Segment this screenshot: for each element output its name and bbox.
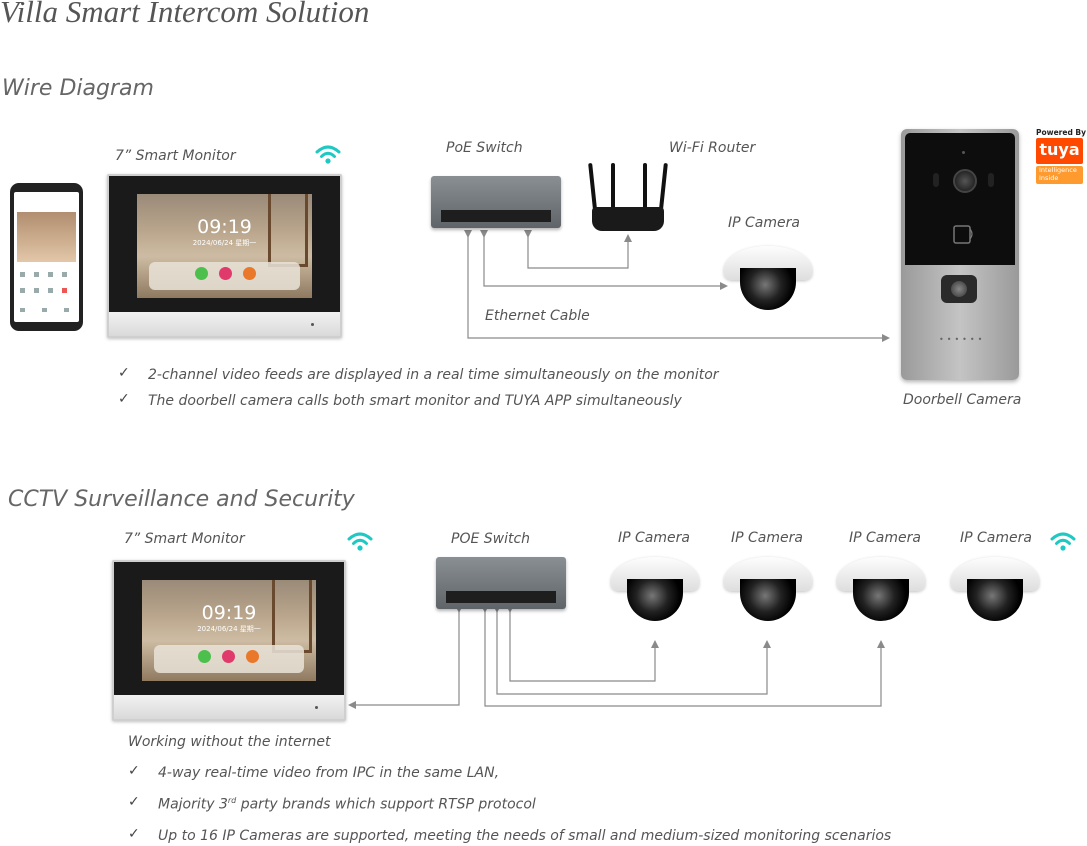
wire-ip-camera-label: IP Camera xyxy=(728,215,800,231)
monitor-date: 2024/06/24 星期一 xyxy=(192,239,257,247)
wire-switch-doorbell xyxy=(464,230,890,342)
cctv-poe-switch-label: POE Switch xyxy=(451,531,531,547)
wire-switch-monitor xyxy=(348,605,463,709)
check-icon: ✓ xyxy=(118,365,130,381)
wire-switch-ipcamera xyxy=(480,230,728,290)
check-icon: ✓ xyxy=(128,763,140,779)
wire-poe-switch-label: PoE Switch xyxy=(446,140,523,156)
cctv-note: Working without the internet xyxy=(128,734,331,750)
wire-diagram-heading: Wire Diagram xyxy=(2,76,154,101)
check-icon: ✓ xyxy=(128,826,140,842)
cctv-ip-camera-label-2: IP Camera xyxy=(731,530,803,546)
wifi-icon xyxy=(347,532,373,551)
doorbell-camera-label: Doorbell Camera xyxy=(903,392,1022,408)
app-grid-icon xyxy=(20,272,69,312)
message-icon xyxy=(222,650,235,663)
cctv-monitor-label: 7” Smart Monitor xyxy=(124,531,245,547)
cctv-heading: CCTV Surveillance and Security xyxy=(8,487,355,512)
monitor-date: 2024/06/24 星期一 xyxy=(197,625,261,633)
call-button-icon xyxy=(941,275,977,303)
monitor-clock: 09:19 xyxy=(197,216,252,238)
wire-switch-camera-2 xyxy=(493,605,771,695)
cctv-ip-camera-label-1: IP Camera xyxy=(618,530,690,546)
tuya-intelligence-inside: Intelligence Inside xyxy=(1036,166,1083,184)
smartphone-app xyxy=(10,183,83,331)
cctv-bullet-3: Up to 16 IP Cameras are supported, meeti… xyxy=(158,828,892,844)
cctv-ip-camera-2 xyxy=(724,557,812,631)
wire-poe-switch xyxy=(431,176,561,228)
cctv-ip-camera-label-3: IP Camera xyxy=(849,530,921,546)
wire-switch-camera-3 xyxy=(481,605,885,707)
monitor-clock: 09:19 xyxy=(201,602,257,624)
doorbell-lens-icon xyxy=(953,169,977,193)
tuya-badge: Powered By tuya Intelligence Inside xyxy=(1036,128,1086,184)
cctv-poe-switch xyxy=(436,557,566,609)
wire-monitor-label: 7” Smart Monitor xyxy=(115,148,236,164)
ethernet-cable-label: Ethernet Cable xyxy=(485,308,590,324)
check-icon: ✓ xyxy=(128,794,140,810)
tuya-powered-by: Powered By xyxy=(1036,128,1087,137)
tuya-logo: tuya xyxy=(1036,138,1083,164)
cctv-bullet-2: Majority 3rd party brands which support … xyxy=(158,796,536,813)
page-title: Villa Smart Intercom Solution xyxy=(0,0,370,29)
call-icon xyxy=(198,650,211,663)
check-icon: ✓ xyxy=(118,391,130,407)
wire-ip-camera xyxy=(724,246,812,320)
call-icon xyxy=(195,267,208,280)
wire-smart-monitor: 09:19 2024/06/24 星期一 xyxy=(107,174,342,338)
wire-router-label: Wi-Fi Router xyxy=(669,140,756,156)
cctv-ip-camera-label-4: IP Camera xyxy=(960,530,1032,546)
wire-bullet-2: The doorbell camera calls both smart mon… xyxy=(148,393,682,409)
wifi-icon xyxy=(1050,532,1076,551)
cctv-smart-monitor: 09:19 2024/06/24 星期一 xyxy=(112,560,346,721)
rfid-card-icon xyxy=(953,225,973,244)
wire-switch-router xyxy=(524,230,632,269)
caller-video-thumbnail xyxy=(17,212,76,262)
cctv-ip-camera-1 xyxy=(611,557,699,631)
cctv-ip-camera-4 xyxy=(951,557,1039,631)
wire-bullet-1: 2-channel video feeds are displayed in a… xyxy=(148,367,719,383)
home-icon xyxy=(243,267,256,280)
home-icon xyxy=(246,650,259,663)
wifi-icon xyxy=(315,145,341,164)
cctv-bullet-1: 4-way real-time video from IPC in the sa… xyxy=(158,765,500,781)
message-icon xyxy=(219,267,232,280)
cctv-ip-camera-3 xyxy=(837,557,925,631)
doorbell-camera: •••••• xyxy=(901,129,1019,380)
